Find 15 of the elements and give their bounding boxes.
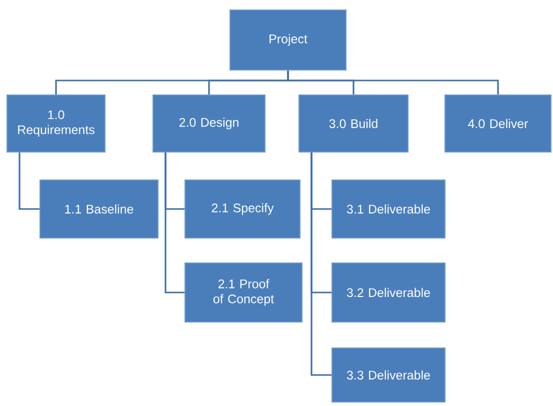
process-box: 2.1 Specify (184, 180, 300, 238)
process-box: 1.0 Requirements (6, 94, 106, 152)
process-box: 3.0 Build (298, 94, 408, 152)
process-box: 1.1 Baseline (40, 180, 158, 238)
process-box: 2.0 Design (152, 94, 266, 152)
connector-line (310, 152, 332, 376)
process-box: 3.1 Deliverable (332, 180, 446, 238)
connector-line (18, 152, 40, 210)
connector-line (164, 152, 184, 294)
process-box: 4.0 Deliver (444, 94, 552, 152)
process-box: 2.1 Proof of Concept (184, 262, 302, 322)
process-box: Project (230, 10, 346, 70)
connector-line (287, 70, 499, 94)
process-box: 3.2 Deliverable (332, 262, 446, 322)
process-box: 3.3 Deliverable (332, 348, 446, 402)
